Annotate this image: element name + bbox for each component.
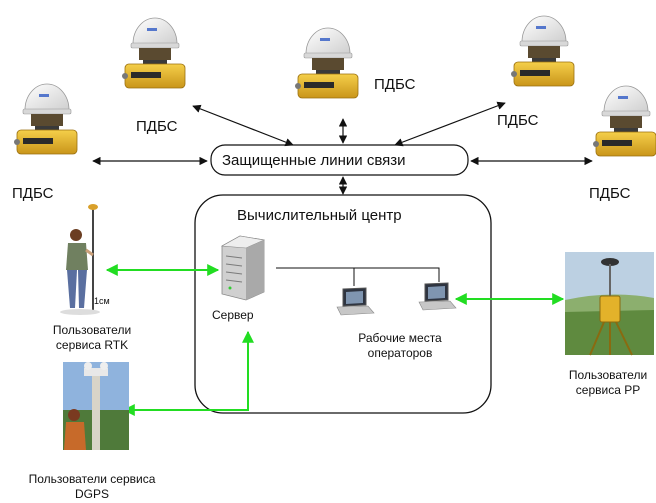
station-label-4: ПДБС — [497, 112, 539, 129]
base-station-icon-5 — [592, 85, 656, 157]
base-station-icon-3 — [294, 27, 359, 99]
ruler-mark-label: 1см — [94, 296, 110, 306]
laptop-icon-1 — [336, 287, 375, 316]
green-link-dgps — [122, 330, 254, 416]
link-arrow-upper-right — [394, 101, 506, 147]
pp-user-photo — [565, 252, 654, 356]
base-station-icon-2 — [121, 17, 186, 89]
base-station-icon-1 — [13, 83, 78, 155]
dgps-users-label: Пользователи сервиса DGPS — [28, 472, 156, 501]
station-label-2: ПДБС — [136, 118, 178, 135]
station-label-5: ПДБС — [589, 185, 631, 202]
rtk-user-photo — [60, 204, 100, 315]
server-label: Сервер — [212, 308, 254, 322]
station-label-1: ПДБС — [12, 185, 54, 202]
link-arrow-upper-left — [192, 104, 294, 147]
laptop-icon-2 — [418, 282, 457, 311]
secure-links-box — [210, 144, 469, 176]
rtk-users-label: Пользователи сервиса RTK — [52, 323, 132, 352]
dgps-user-photo — [63, 362, 129, 450]
computing-center-title: Вычислительный центр — [237, 207, 402, 224]
lan-line — [276, 267, 440, 282]
base-station-icon-4 — [510, 15, 575, 87]
operators-label: Рабочие места операторов — [358, 331, 442, 360]
pp-users-label: Пользователи сервиса PP — [568, 368, 648, 397]
server-icon — [220, 235, 266, 301]
secure-links-label: Защищенные линии связи — [222, 152, 406, 169]
station-label-3: ПДБС — [374, 76, 416, 93]
